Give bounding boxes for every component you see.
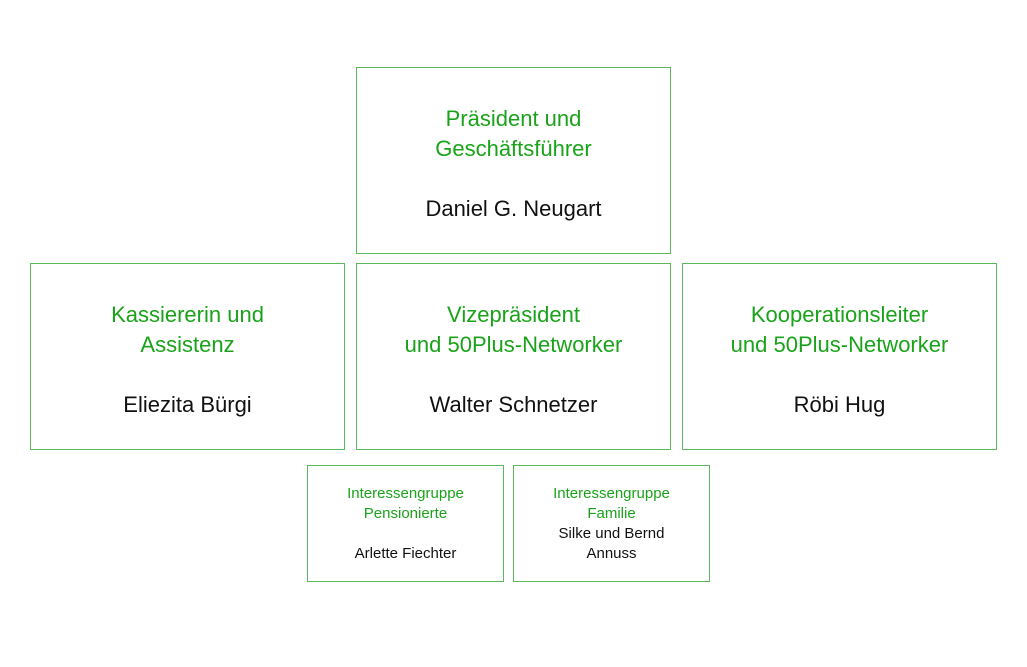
role-title: Interessengruppe Pensionierte: [347, 485, 464, 522]
person-name: Röbi Hug: [793, 392, 886, 417]
person-name: Daniel G. Neugart: [425, 196, 602, 221]
person-name: Eliezita Bürgi: [123, 392, 252, 417]
person-name: Arlette Fiechter: [354, 545, 457, 562]
role-title: Vizepräsident und 50Plus-Networker: [404, 302, 623, 357]
org-box-group-family: Interessengruppe Familie Silke und Bernd…: [513, 465, 710, 582]
role-title: Kooperationsleiter und 50Plus-Networker: [730, 302, 949, 357]
role-title: Kassiererin und Assistenz: [111, 302, 264, 357]
org-box-treasurer: Kassiererin und Assistenz Eliezita Bürgi: [30, 263, 345, 450]
role-title: Präsident und Geschäftsführer: [435, 106, 592, 161]
org-box-president: Präsident und Geschäftsführer Daniel G. …: [356, 67, 671, 254]
org-box-group-pensioners: Interessengruppe Pensionierte Arlette Fi…: [307, 465, 504, 582]
person-name: Walter Schnetzer: [429, 392, 598, 417]
org-box-vice-president: Vizepräsident und 50Plus-Networker Walte…: [356, 263, 671, 450]
org-box-cooperation-lead: Kooperationsleiter und 50Plus-Networker …: [682, 263, 997, 450]
role-title: Interessengruppe Familie: [553, 485, 670, 522]
person-name: Silke und Bernd Annuss: [558, 525, 665, 562]
